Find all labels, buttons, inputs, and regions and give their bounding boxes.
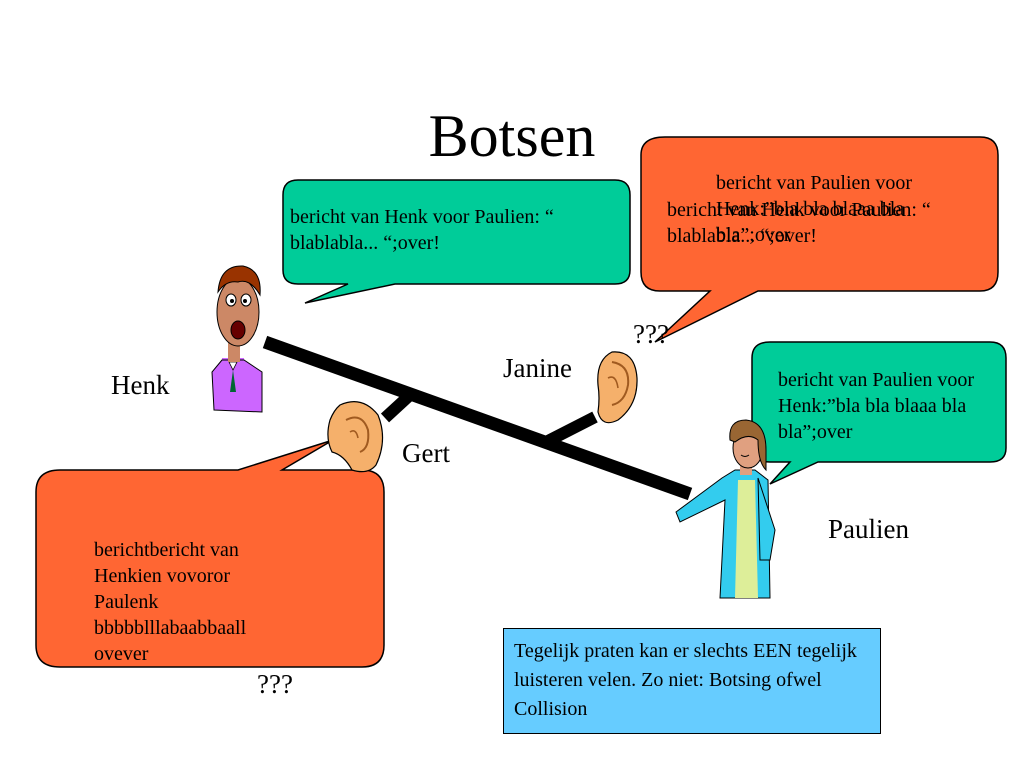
paulien-speech-bubble bbox=[751, 341, 1007, 485]
gert-label: Gert bbox=[402, 438, 450, 468]
ear-icon bbox=[597, 351, 638, 424]
gert-heard-line: ovever bbox=[94, 643, 149, 665]
gert-heard-line: Paulenk bbox=[94, 591, 159, 613]
gert-heard-line: bbbbblllabaabbaall bbox=[94, 617, 247, 639]
gert-heard-text: berichtbericht van Henkien vovoror Paule… bbox=[94, 537, 354, 667]
henk-message-text: bericht van Henk voor Paulien: “ blablab… bbox=[290, 206, 554, 254]
gert-confusion-marks: ??? bbox=[257, 669, 293, 699]
janine-label: Janine bbox=[503, 353, 572, 383]
woman-figure-icon bbox=[675, 419, 776, 599]
gert-heard-bubble bbox=[35, 439, 385, 668]
janine-heard-bubble bbox=[640, 136, 999, 343]
gert-heard-line: Henkien vovoror bbox=[94, 565, 231, 587]
janine-heard-text-b: bericht van Henk voor Paulien: “ blablab… bbox=[667, 199, 931, 247]
henk-speech-bubble bbox=[282, 179, 631, 304]
collision-note-box: Tegelijk praten kan er slechts EEN tegel… bbox=[503, 628, 881, 734]
man-figure-icon bbox=[211, 265, 263, 413]
shared-cable bbox=[262, 335, 693, 501]
henk-label: Henk bbox=[111, 370, 170, 400]
paulien-message-text: bericht van Paulien voor Henk:”bla bla b… bbox=[778, 369, 975, 443]
janine-heard-text-a: bericht van Paulien voor Henk:”bla bla b… bbox=[716, 172, 913, 246]
ear-icon bbox=[327, 401, 384, 473]
janine-confusion-marks: ??? bbox=[633, 319, 669, 349]
paulien-label: Paulien bbox=[828, 514, 909, 544]
page-title: Botsen bbox=[428, 103, 596, 169]
gert-heard-line: berichtbericht van bbox=[94, 539, 239, 561]
